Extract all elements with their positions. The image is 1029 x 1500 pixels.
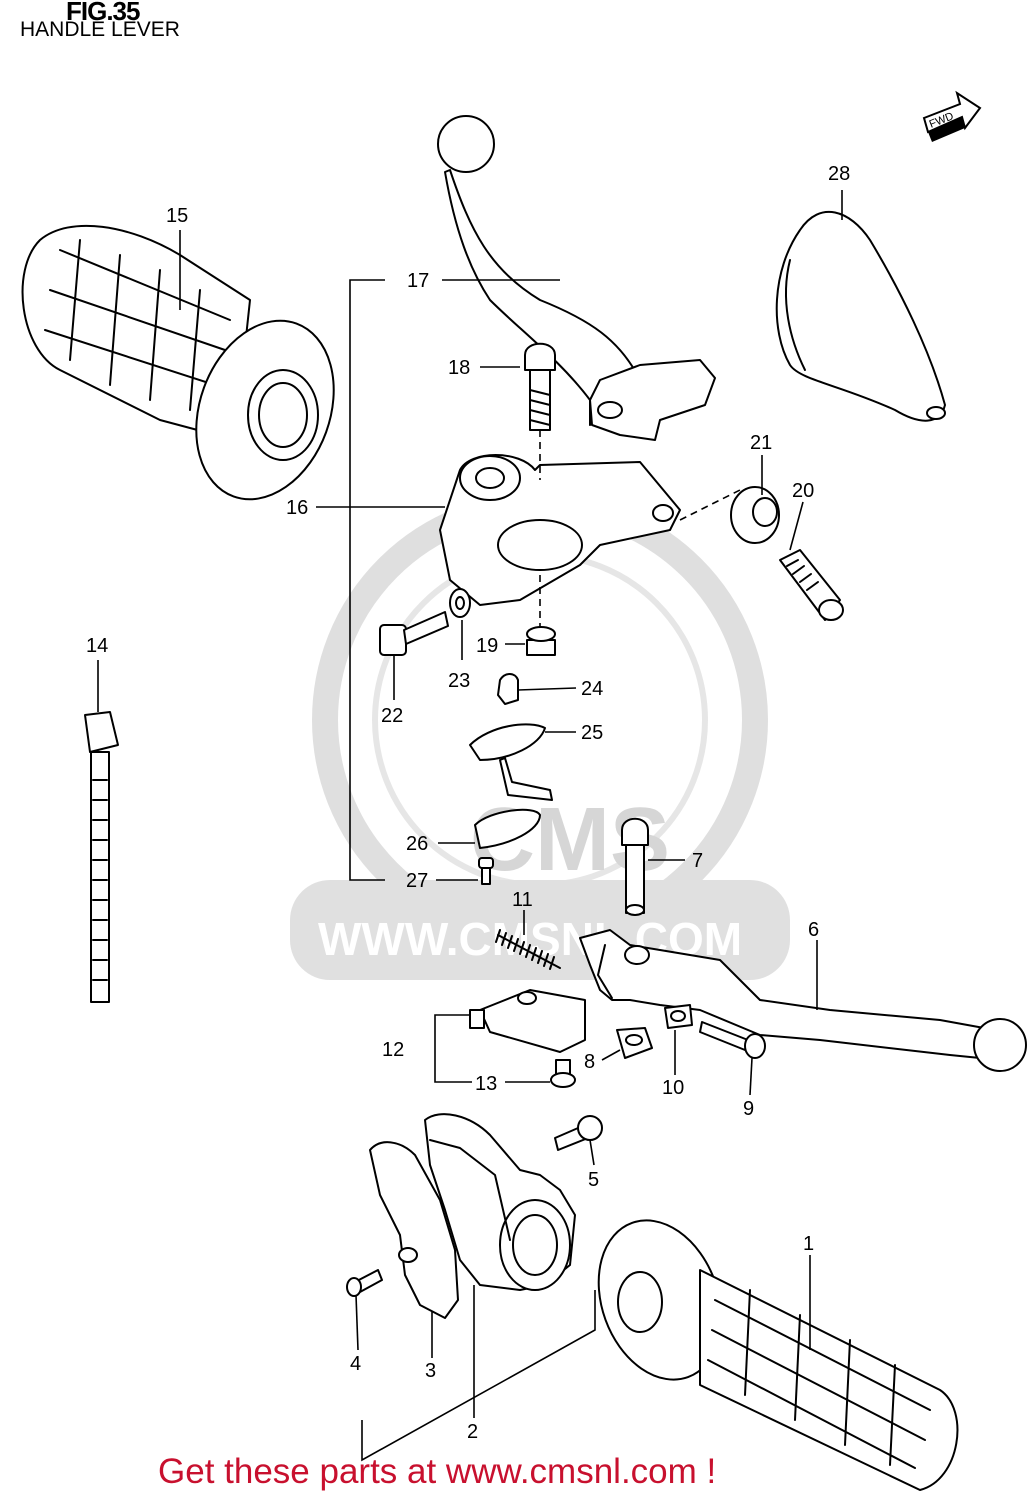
callout-4: 4 bbox=[350, 1353, 361, 1375]
part-11-spring bbox=[495, 929, 561, 970]
part-21-locknut bbox=[730, 486, 780, 544]
leader-lines bbox=[97, 190, 843, 1418]
part-20-adjuster-bolt bbox=[779, 549, 844, 621]
part-22-bolt bbox=[379, 611, 449, 656]
callout-9: 9 bbox=[743, 1098, 754, 1120]
callout-8: 8 bbox=[584, 1051, 595, 1073]
callout-21: 21 bbox=[750, 432, 772, 454]
callout-16: 16 bbox=[286, 497, 308, 519]
figure-title: HANDLE LEVER bbox=[20, 18, 180, 41]
callout-23: 23 bbox=[448, 670, 470, 692]
callout-26: 26 bbox=[406, 833, 428, 855]
part-28-lever-cover bbox=[775, 211, 946, 422]
callout-19: 19 bbox=[476, 635, 498, 657]
fwd-arrow-icon: FWD bbox=[922, 90, 982, 142]
callout-13: 13 bbox=[475, 1073, 497, 1095]
callout-2: 2 bbox=[467, 1421, 478, 1443]
callout-18: 18 bbox=[448, 357, 470, 379]
part-17-clutch-lever bbox=[437, 115, 716, 441]
part-1-right-grip bbox=[597, 1219, 959, 1491]
part-4-screw bbox=[346, 1269, 383, 1297]
part-3-cover bbox=[369, 1141, 459, 1319]
callout-24: 24 bbox=[581, 678, 603, 700]
callout-15: 15 bbox=[166, 205, 188, 227]
parts-link-banner[interactable]: Get these parts at www.cmsnl.com ! bbox=[158, 1452, 717, 1491]
group-bracket-12 bbox=[434, 1014, 472, 1083]
group-bracket-1-2 bbox=[361, 1290, 596, 1462]
part-10-nut bbox=[664, 1004, 693, 1029]
part-25-switch-plate bbox=[469, 723, 553, 801]
callout-10: 10 bbox=[662, 1077, 684, 1099]
part-14-cable-tie bbox=[84, 711, 119, 1003]
callout-28: 28 bbox=[828, 163, 850, 185]
callout-25: 25 bbox=[581, 722, 603, 744]
part-8-nut bbox=[616, 1027, 653, 1059]
part-2-lever-bracket bbox=[424, 1113, 576, 1291]
callout-27: 27 bbox=[406, 870, 428, 892]
callout-11: 11 bbox=[512, 889, 533, 911]
part-18-pivot-bolt bbox=[524, 342, 556, 431]
part-15-left-grip bbox=[21, 224, 335, 501]
figure-number: FIG.35 bbox=[66, 0, 140, 26]
group-bracket-17 bbox=[349, 279, 385, 881]
part-5-bolt bbox=[554, 1115, 603, 1151]
callout-12: 12 bbox=[382, 1039, 404, 1061]
callout-22: 22 bbox=[381, 705, 403, 727]
part-6-brake-lever bbox=[579, 929, 1027, 1072]
callout-6: 6 bbox=[808, 919, 819, 941]
callout-17: 17 bbox=[407, 270, 429, 292]
part-16-lever-holder bbox=[439, 430, 741, 630]
part-9-bolt bbox=[699, 1021, 766, 1059]
part-13-screw bbox=[550, 1059, 576, 1088]
callout-20: 20 bbox=[792, 480, 814, 502]
part-7-pivot-bolt bbox=[621, 817, 649, 916]
part-24-clip bbox=[497, 673, 519, 705]
callout-3: 3 bbox=[425, 1360, 436, 1382]
callout-1: 1 bbox=[803, 1233, 814, 1255]
callout-14: 14 bbox=[86, 635, 108, 657]
part-26-switch-holder bbox=[474, 808, 541, 849]
callout-5: 5 bbox=[588, 1169, 599, 1191]
part-23-washer bbox=[449, 588, 471, 618]
callout-7: 7 bbox=[692, 850, 703, 872]
part-12-brake-switch bbox=[469, 989, 586, 1053]
part-27-screw bbox=[478, 857, 494, 885]
callout-labels: 15 17 28 18 16 21 20 19 23 22 24 25 26 2… bbox=[86, 163, 850, 1443]
part-19-nut bbox=[526, 626, 556, 656]
